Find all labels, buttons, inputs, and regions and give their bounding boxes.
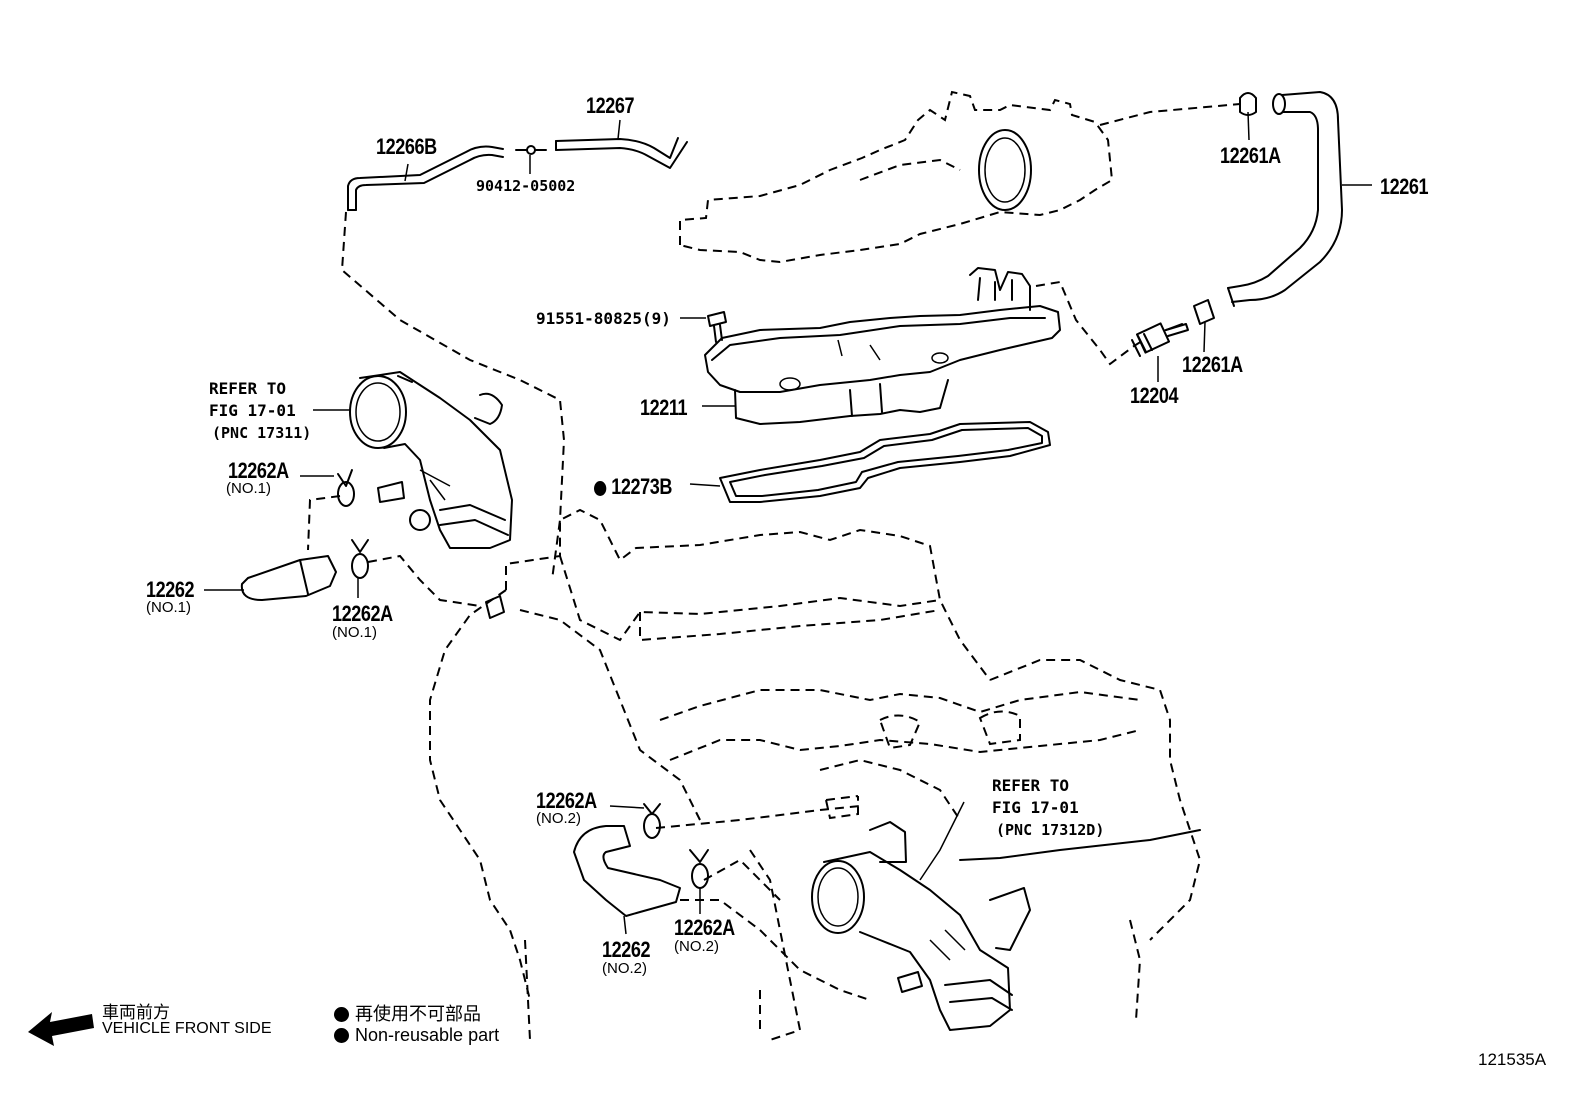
legend-dot-icon-1 <box>334 1007 349 1022</box>
hose-12267 <box>555 137 688 169</box>
engine-block-outline <box>429 508 1202 1041</box>
label-12262A-no1-lower-sub: (NO.1) <box>332 624 377 641</box>
label-12262A-no2-lower-sub: (NO.2) <box>674 938 719 955</box>
label-12262A-no1-upper: 12262A <box>228 458 289 483</box>
label-12261A-top: 12261A <box>1220 143 1281 168</box>
label-12262A-no2-lower: 12262A <box>674 915 735 940</box>
pcv-valve-12204 <box>1131 322 1189 357</box>
label-12261: 12261 <box>1380 174 1429 199</box>
label-12262-no1-sub: (NO.1) <box>146 599 191 616</box>
clip-12262A-no1-lower <box>351 539 369 579</box>
refer-lower-line1: REFER TO <box>992 776 1070 795</box>
intake-pipe-17312D <box>811 821 1031 1031</box>
legend-nonreuse-jp-text: 再使用不可部品 <box>355 1004 481 1024</box>
intake-plenum-outline <box>679 90 1114 264</box>
label-12262A-no1-lower: 12262A <box>332 601 393 626</box>
label-12273B: 12273B <box>594 474 672 500</box>
head-cover-12211 <box>704 267 1061 425</box>
intake-pipe-17311 <box>349 371 513 549</box>
label-12266B: 12266B <box>376 134 437 159</box>
leader-lines <box>204 111 1372 935</box>
label-91551-80825: 91551-80825(9) <box>536 309 671 328</box>
pipe-12261 <box>1227 91 1343 307</box>
clip-12262A-no2-upper <box>643 803 661 839</box>
refer-upper-line1: REFER TO <box>209 379 287 398</box>
label-12267: 12267 <box>586 93 635 118</box>
bolt-91551-80825 <box>707 311 727 343</box>
label-12262A-no1-upper-sub: (NO.1) <box>226 480 271 497</box>
legend-front-jp: 車両前方 <box>102 1003 170 1022</box>
union-90412-05002 <box>515 145 547 155</box>
label-12262-no1: 12262 <box>146 577 195 602</box>
clip-12261A-top <box>1239 92 1257 116</box>
label-12262A-no2-upper: 12262A <box>536 788 597 813</box>
label-12273B-text: 12273B <box>611 474 672 499</box>
clip-12262A-no2-lower <box>689 849 709 889</box>
legend-nonreuse-en: Non-reusable part <box>334 1025 499 1046</box>
label-12262-no2-sub: (NO.2) <box>602 960 647 977</box>
label-90412-05002: 90412-05002 <box>476 177 576 195</box>
refer-lower-line3: (PNC 17312D) <box>996 821 1105 839</box>
label-12211: 12211 <box>640 395 688 420</box>
legend-nonreuse-jp: 再使用不可部品 <box>334 1000 481 1026</box>
legend-front-en: VEHICLE FRONT SIDE <box>102 1020 272 1037</box>
label-12204: 12204 <box>1130 383 1179 408</box>
label-12261A-mid: 12261A <box>1182 352 1243 377</box>
vehicle-front-arrow-icon <box>28 1012 94 1046</box>
legend-nonreuse-en-text: Non-reusable part <box>355 1025 500 1045</box>
label-12262A-no2-upper-sub: (NO.2) <box>536 810 581 827</box>
hose-12262-no2 <box>573 825 681 917</box>
label-12262-no2: 12262 <box>602 937 651 962</box>
refer-upper-line3: (PNC 17311) <box>212 424 312 442</box>
clip-12261A-mid <box>1193 299 1215 325</box>
hose-12266B <box>347 145 504 211</box>
hose-12262-no1 <box>240 555 337 601</box>
figure-id: 121535A <box>1478 1050 1547 1069</box>
connection-lines <box>307 103 1241 1001</box>
non-reusable-dot-icon <box>594 481 607 496</box>
refer-upper-line2: FIG 17-01 <box>209 401 296 420</box>
refer-lower-line2: FIG 17-01 <box>992 798 1079 817</box>
clip-12262A-no1-upper <box>337 469 355 507</box>
legend-dot-icon-2 <box>334 1028 349 1043</box>
gasket-12273B <box>719 421 1051 503</box>
